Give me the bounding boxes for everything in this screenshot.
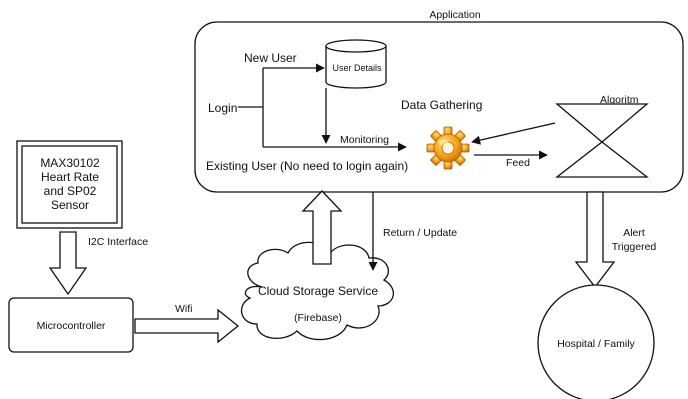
hospital-family-node [537,284,655,399]
data-gathering-label: Data Gathering [401,98,482,112]
algorithm-to-gear-arrow [471,122,556,145]
microcontroller-box [8,297,134,353]
cloud-shape [240,241,394,341]
login-bracket [238,68,264,147]
user-details-database: User Details [325,39,387,89]
sensor-line-1: MAX30102 [40,156,100,170]
sensor-box: MAX30102 Heart Rate and SP02 Sensor [16,140,123,229]
sensor-line-4: Sensor [51,198,89,212]
user-details-label: User Details [332,63,382,73]
alert-label-1: Alert [623,227,645,239]
wifi-arrow [134,308,240,344]
hospital-family-label: Hospital / Family [557,338,635,350]
alert-label-2: Triggered [612,241,657,253]
feed-label: Feed [506,157,530,169]
return-update-label: Return / Update [383,227,457,239]
cloud-line-1: Cloud Storage Service [258,284,378,298]
application-title: Application [429,9,481,21]
microcontroller-label: Microcontroller [37,320,106,332]
sensor-line-3: and SP02 [44,184,97,198]
algorithm-label: Algoritm [600,94,639,106]
gear-icon [426,126,470,170]
alert-arrow [574,191,616,289]
sensor-line-2: Heart Rate [41,170,99,184]
algorithm-hourglass [555,103,649,178]
i2c-arrow [48,231,88,296]
existing-user-label: Existing User (No need to login again) [206,159,408,173]
i2c-interface-label: I2C Interface [88,236,148,248]
new-user-label: New User [244,51,297,65]
wifi-label: Wifi [175,303,193,315]
login-label: Login [208,101,237,115]
application-box [194,21,684,193]
monitoring-label: Monitoring [340,134,389,146]
cloud-to-app-arrow [301,190,343,265]
cloud-line-2: (Firebase) [294,312,342,324]
